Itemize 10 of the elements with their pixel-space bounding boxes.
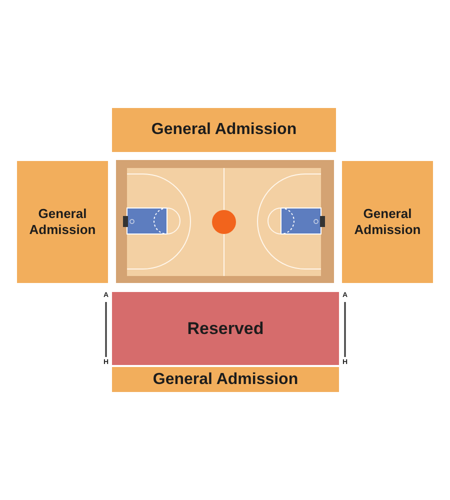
seating-section	[17, 161, 108, 283]
seating-section	[342, 161, 433, 283]
section-name: General Admission	[353, 206, 422, 238]
section-name: General Admission	[151, 120, 297, 140]
section-name: General Admission	[152, 370, 298, 390]
section-name: General Admission	[28, 206, 97, 238]
seating-section	[112, 292, 339, 365]
seating-section	[112, 108, 336, 152]
section-name: Reserved	[187, 318, 264, 340]
seating-section	[112, 367, 339, 392]
